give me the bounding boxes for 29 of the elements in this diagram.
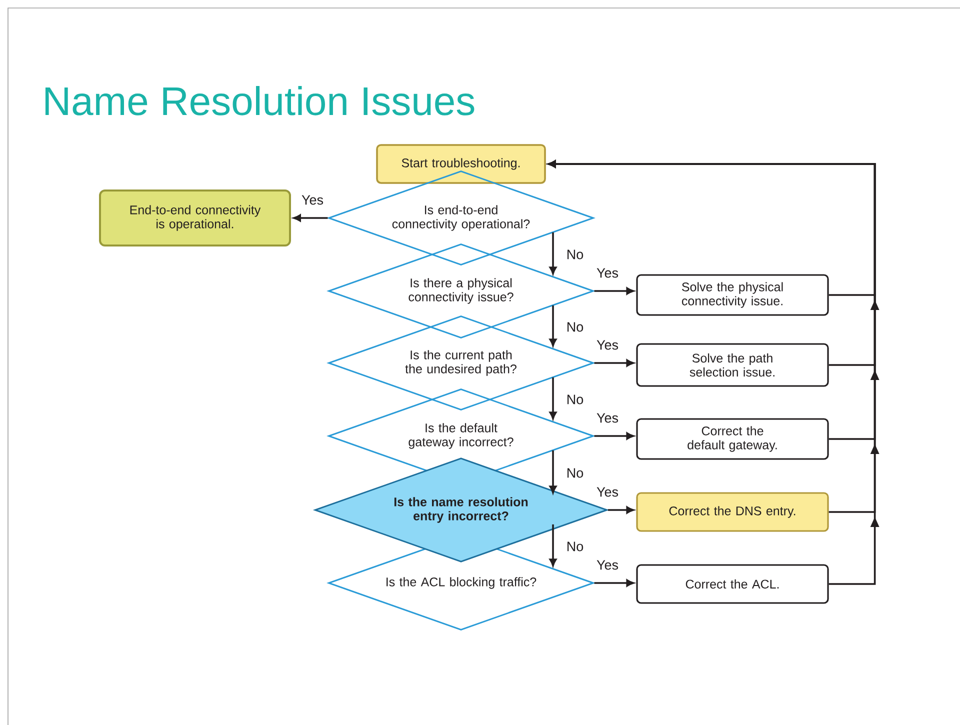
edge-label: No: [565, 394, 585, 406]
process-box: Start troubleshooting.: [376, 144, 546, 184]
arrow: [594, 359, 634, 367]
edge-label: No: [565, 540, 585, 552]
title: Name Resolution Issues: [45, 86, 474, 116]
process-box: Solve the physical connectivity issue.: [636, 274, 829, 316]
arrow: [594, 287, 634, 295]
process-box: Correct the DNS entry.: [636, 492, 829, 532]
arrow: [608, 506, 634, 514]
edge-label: No: [565, 321, 585, 333]
process-box: Correct the default gateway.: [636, 418, 829, 460]
edge-label: No: [565, 248, 585, 260]
arrow: [549, 377, 557, 420]
arrow: [594, 432, 634, 440]
process-box: End-to-end connectivity is operational.: [99, 190, 291, 246]
arrow: [594, 579, 634, 587]
arrow: [549, 524, 557, 566]
edge-label: Yes: [596, 412, 620, 424]
arrow: [549, 232, 557, 274]
edge-label: Yes: [596, 267, 620, 279]
edge-label: Yes: [300, 194, 325, 206]
arrow: [549, 305, 557, 346]
process-box: Correct the ACL.: [636, 564, 829, 604]
edge-label: No: [565, 467, 585, 479]
process-box: Solve the path selection issue.: [636, 343, 829, 387]
arrow: [548, 160, 876, 585]
edge-label: Yes: [596, 339, 620, 351]
arrow: [293, 214, 328, 222]
arrow: [549, 450, 557, 494]
